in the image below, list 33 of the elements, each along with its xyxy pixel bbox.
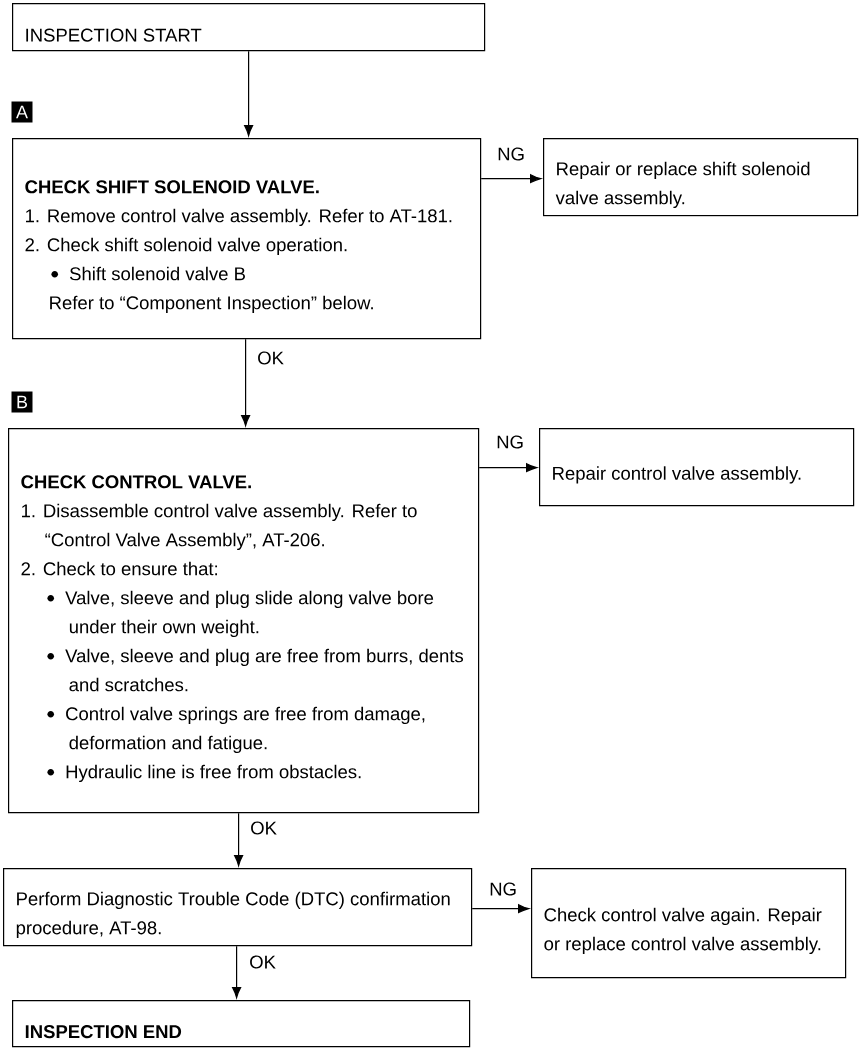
arrow — [471, 904, 530, 914]
step-instruction: 1. Remove control valve assembly. Refer to AT-181. — [26, 208, 452, 226]
step-instruction: 2. Check shift solenoid valve operation. — [25, 237, 347, 255]
edge-label: NG — [495, 434, 525, 450]
edge-label: OK — [249, 820, 278, 836]
arrow — [244, 50, 254, 137]
edge-label: NG — [488, 881, 518, 897]
terminal-box: INSPECTION END — [12, 1000, 471, 1048]
step-heading: CHECK CONTROL VALVE. — [21, 475, 251, 489]
process-box — [12, 138, 482, 340]
check-item: Control valve springs are free from damage, deformation and fatigue. — [66, 706, 425, 754]
arrow — [478, 463, 538, 473]
step-instruction: 2. Check to ensure that: — [21, 561, 217, 576]
action-box: Repair or replace shift solenoid valve assembly. — [543, 138, 859, 217]
process-box: Perform Diagnostic Trouble Code (DTC) confirmation procedure, AT-98. — [3, 868, 473, 947]
check-item: Valve, sleeve and plug are free from burrs, dents and scratches. — [65, 648, 464, 692]
arrow — [241, 338, 251, 427]
arrow — [232, 945, 242, 999]
arrow — [234, 812, 244, 867]
step-instruction: 1. Disassemble control valve assembly. Refer to “Control Valve Assembly”, AT-206. — [22, 503, 417, 551]
edge-label: OK — [256, 350, 285, 366]
edge-label: NG — [496, 146, 526, 162]
action-box: Repair control valve assembly. — [539, 428, 855, 507]
arrow — [480, 174, 542, 184]
action-box: Check control valve again. Repair or replace control valve assembly. — [531, 868, 847, 979]
terminal-box: INSPECTION START — [12, 3, 486, 52]
check-item: Shift solenoid valve B — [69, 266, 245, 281]
check-item: Valve, sleeve and plug slide along valve bore under their own weight. — [65, 590, 434, 638]
step-heading: CHECK SHIFT SOLENOID VALVE. — [25, 180, 319, 194]
step-note: Refer to “Component Inspection” below. — [50, 295, 373, 313]
edge-label: OK — [248, 954, 277, 970]
check-item: Hydraulic line is free from obstacles. — [66, 764, 361, 783]
process-box — [8, 428, 480, 814]
